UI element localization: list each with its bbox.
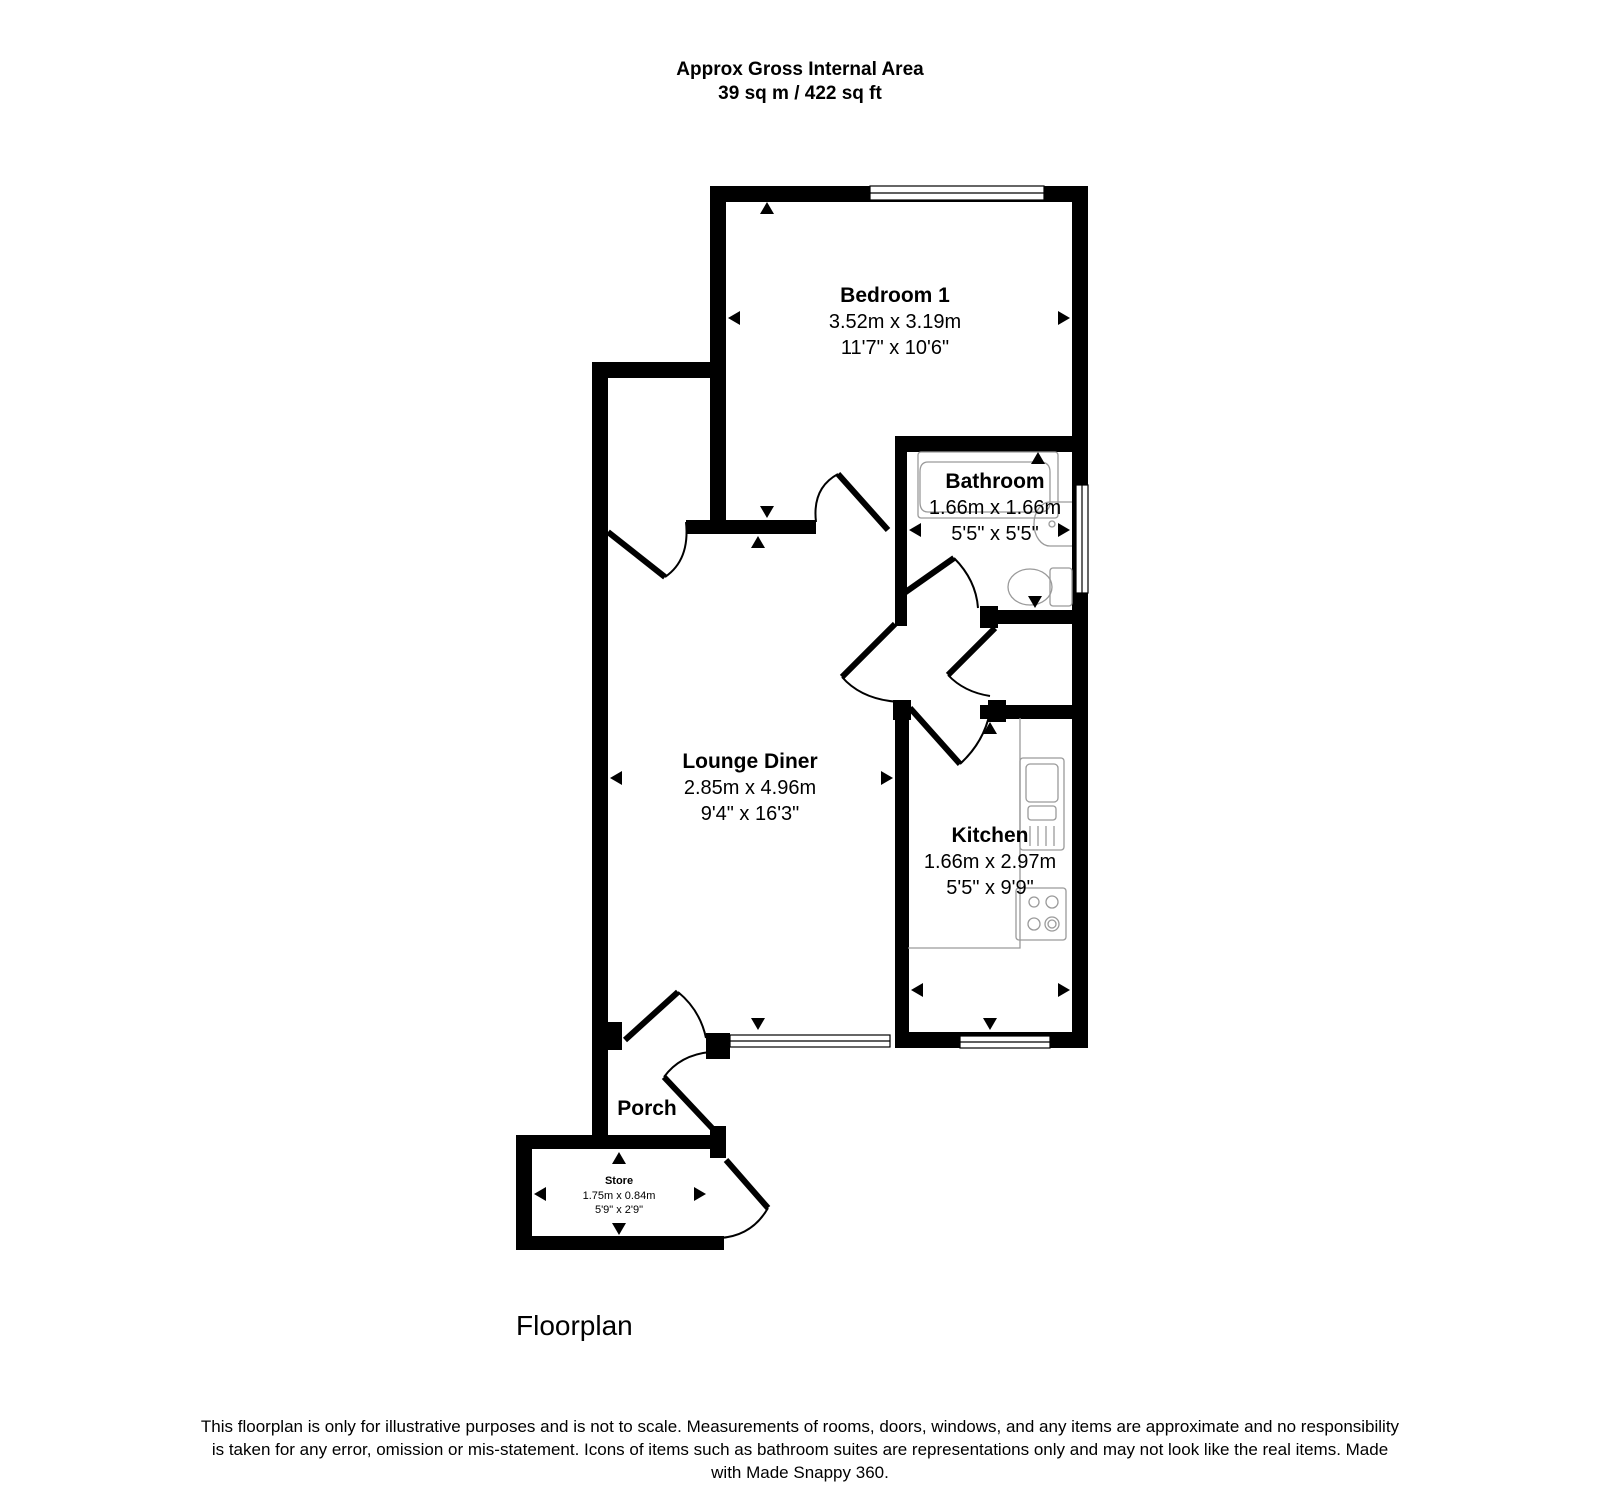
room-imperial-lounge: 9'4" x 16'3" [701,803,800,825]
room-metric-lounge: 2.85m x 4.96m [684,777,816,799]
fixtures [908,451,1073,949]
toilet-icon [1049,567,1073,607]
room-imperial-store: 5'9" x 2'9" [595,1204,643,1216]
area-header: Approx Gross Internal Area 39 sq m / 422… [0,58,1600,106]
room-metric-kitchen: 1.66m x 2.97m [924,851,1056,873]
room-name-lounge: Lounge Diner [682,750,817,773]
windows [729,185,1089,1049]
room-imperial-bathroom: 5'5" x 5'5" [951,523,1038,545]
hob-icon [1015,887,1067,941]
room-name-porch: Porch [617,1097,677,1120]
room-name-bedroom: Bedroom 1 [840,284,950,307]
area-title: Approx Gross Internal Area [676,59,924,80]
doors [606,472,998,1239]
room-metric-bathroom: 1.66m x 1.66m [929,497,1061,519]
floor-label: Floorplan [516,1310,633,1341]
room-metric-bedroom: 3.52m x 3.19m [829,311,961,333]
room-name-store: Store [605,1175,633,1187]
room-name-kitchen: Kitchen [951,824,1028,847]
room-imperial-bedroom: 11'7" x 10'6" [841,337,949,359]
room-imperial-kitchen: 5'5" x 9'9" [946,877,1033,899]
room-metric-store: 1.75m x 0.84m [583,1190,656,1202]
basin-icon [1033,501,1072,547]
bath-icon [917,451,1059,519]
area-value: 39 sq m / 422 sq ft [718,83,882,104]
disclaimer: This floorplan is only for illustrative … [200,1417,1400,1482]
room-name-bathroom: Bathroom [945,470,1044,493]
dimension-arrows [534,202,1070,1235]
sink-icon [1019,757,1065,851]
walls [516,186,1088,1250]
